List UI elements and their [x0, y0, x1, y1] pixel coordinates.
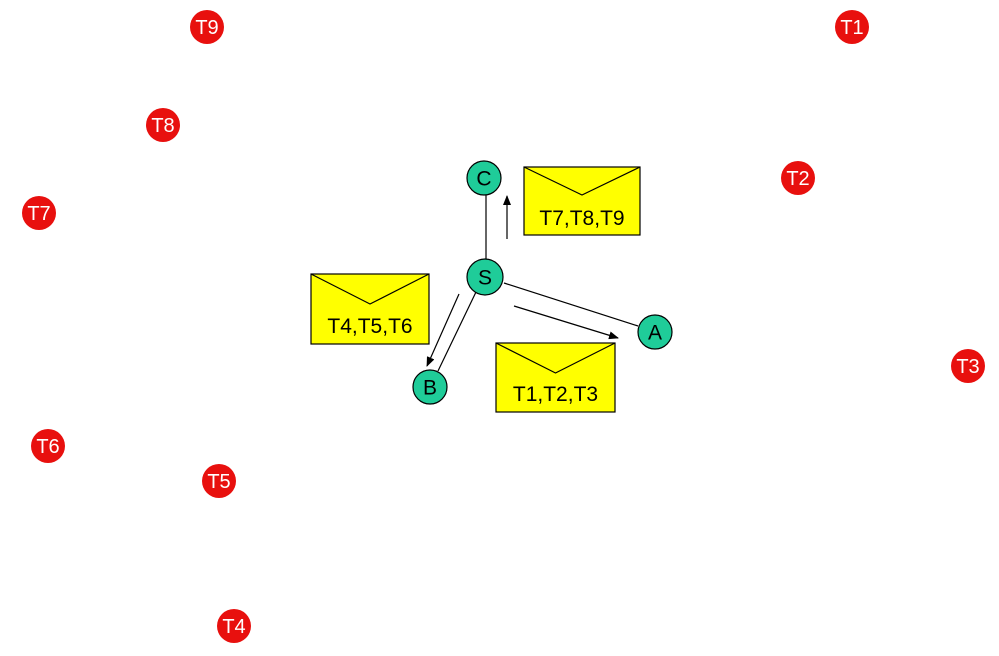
edge-s-b [437, 291, 477, 372]
target-t1: T1 [835, 10, 869, 44]
target-t9: T9 [190, 10, 224, 44]
target-t7-dot [22, 196, 56, 230]
target-t6: T6 [31, 429, 65, 463]
arrow-to-b [426, 293, 460, 367]
target-t4-label: T4 [222, 616, 245, 638]
target-t2-label: T2 [786, 168, 809, 190]
node-a-label: A [648, 322, 662, 345]
target-t3: T3 [951, 349, 985, 383]
envelope-c: T7,T8,T9 [523, 166, 641, 236]
node-s-label: S [478, 267, 492, 290]
envelope-a-flap [495, 342, 616, 374]
arrow-to-a [513, 305, 619, 340]
envelope-a-label: T1,T2,T3 [513, 383, 598, 406]
node-s-circle [466, 258, 504, 296]
node-b: B [412, 369, 448, 405]
target-t7-label: T7 [27, 203, 50, 225]
target-t1-label: T1 [840, 17, 863, 39]
envelope-b: T4,T5,T6 [310, 273, 430, 345]
target-t5: T5 [202, 464, 236, 498]
envelope-b-body [310, 273, 430, 345]
node-a: A [637, 314, 673, 350]
envelope-a-body [495, 342, 616, 413]
node-b-circle [412, 369, 448, 405]
target-t2: T2 [781, 161, 815, 195]
envelope-c-label: T7,T8,T9 [539, 207, 624, 230]
target-t3-dot [951, 349, 985, 383]
target-t7: T7 [22, 196, 56, 230]
envelope-c-flap [523, 166, 641, 196]
node-s: S [466, 258, 504, 296]
target-t4: T4 [217, 609, 251, 643]
target-t4-dot [217, 609, 251, 643]
envelope-b-flap [310, 273, 430, 305]
target-t5-dot [202, 464, 236, 498]
target-t3-label: T3 [956, 356, 979, 378]
node-c: C [466, 160, 502, 196]
target-t6-label: T6 [36, 436, 59, 458]
target-t9-label: T9 [195, 17, 218, 39]
target-t8-label: T8 [151, 115, 174, 137]
target-t9-dot [190, 10, 224, 44]
envelope-c-body [523, 166, 641, 236]
target-t5-label: T5 [207, 471, 230, 493]
target-t8-dot [146, 108, 180, 142]
node-c-circle [466, 160, 502, 196]
edge-s-a [503, 282, 639, 327]
node-b-label: B [423, 377, 437, 400]
target-t6-dot [31, 429, 65, 463]
target-t1-dot [835, 10, 869, 44]
node-a-circle [637, 314, 673, 350]
node-c-label: C [476, 168, 491, 191]
envelope-a: T1,T2,T3 [495, 342, 616, 413]
envelope-b-label: T4,T5,T6 [327, 315, 412, 338]
target-t2-dot [781, 161, 815, 195]
target-t8: T8 [146, 108, 180, 142]
